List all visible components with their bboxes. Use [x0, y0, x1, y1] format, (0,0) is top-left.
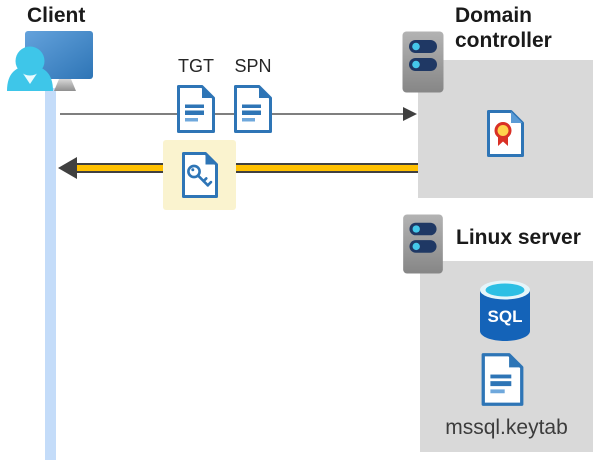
person-icon [7, 46, 53, 91]
linux-server-title: Linux server [456, 226, 581, 249]
client-lifeline [45, 88, 56, 460]
client-workstation-icon [7, 31, 93, 91]
domain-controller-server-icon [402, 31, 444, 93]
request-arrow-head-icon [403, 107, 417, 121]
key-glyph [187, 164, 213, 187]
key-document-icon [182, 152, 218, 198]
keytab-filename: mssql.keytab [445, 416, 568, 439]
spn-label: SPN [234, 56, 272, 76]
keytab-document-icon [481, 353, 524, 406]
tgt-label: TGT [178, 56, 214, 76]
sql-database-icon: SQL [480, 280, 530, 341]
response-arrow-line [74, 163, 418, 173]
sql-icon-text: SQL [488, 307, 523, 326]
domain-controller-title: Domain controller [455, 4, 552, 52]
monitor-stand-icon [54, 79, 76, 91]
linux-server-icon [403, 214, 443, 274]
response-arrow-head-icon [58, 157, 77, 179]
spn-document-icon [234, 85, 272, 133]
ribbon-seal-glyph [494, 122, 512, 146]
client-title: Client [27, 4, 86, 27]
certificate-icon [487, 110, 524, 157]
tgt-document-icon [177, 85, 215, 133]
request-arrow-line [60, 113, 405, 115]
